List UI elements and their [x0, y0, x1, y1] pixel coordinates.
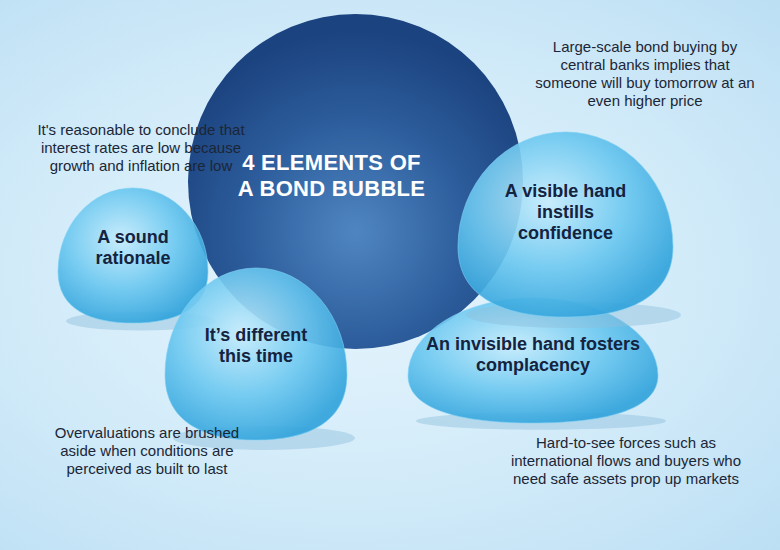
bubble-title: 4 ELEMENTS OF A BOND BUBBLE	[232, 150, 432, 201]
bubble-heading: A sound rationale	[77, 227, 189, 268]
description-note: It's reasonable to conclude that interes…	[22, 121, 260, 175]
bubble-heading: An invisible hand fosters complacency	[422, 334, 644, 375]
bubble-body	[58, 188, 208, 323]
element-bubble: A sound rationale	[58, 188, 208, 323]
element-bubble: It’s different this time	[165, 268, 347, 440]
description-note: Large-scale bond buying by central banks…	[532, 38, 758, 110]
bubble-body	[165, 268, 347, 440]
element-bubble: A visible hand instills confidence	[458, 132, 673, 317]
bubble-heading: It’s different this time	[204, 325, 308, 366]
bubble-body	[458, 132, 673, 317]
description-note: Overvaluations are brushed aside when co…	[36, 424, 258, 478]
bubble-heading: A visible hand instills confidence	[499, 181, 633, 243]
description-note: Hard-to-see forces such as international…	[500, 434, 752, 488]
